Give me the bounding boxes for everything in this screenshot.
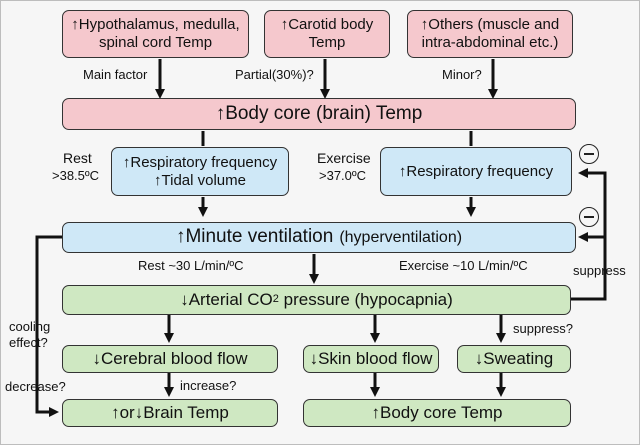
increase-question-label: increase? bbox=[180, 378, 237, 393]
arrow-suppress-feedback bbox=[571, 232, 607, 301]
suppress-label: suppress bbox=[573, 263, 626, 278]
arterial-co2-prefix: ↓Arterial CO bbox=[180, 289, 273, 309]
brain-temp-box: ↑or↓Brain Temp bbox=[62, 399, 278, 427]
rest-respiration-box: ↑Respiratory frequency ↑Tidal volume bbox=[111, 147, 289, 196]
body-core-temp-box: ↑Body core (brain) Temp bbox=[62, 98, 576, 130]
minute-ventilation-box: ↑Minute ventilation (hyperventilation) bbox=[62, 222, 576, 253]
body-core-temp-text: ↑Body core (brain) Temp bbox=[215, 102, 423, 124]
cooling-label-line2: effect? bbox=[9, 335, 48, 350]
minor-label: Minor? bbox=[442, 67, 482, 82]
exercise-respiration-box: ↑Respiratory frequency bbox=[380, 147, 572, 196]
co2-subscript: 2 bbox=[272, 293, 279, 306]
exercise-respiratory-frequency: ↑Respiratory frequency bbox=[398, 162, 554, 180]
carotid-body-temp-box: ↑Carotid body Temp bbox=[264, 10, 390, 58]
body-core-temp-outcome-box: ↑Body core Temp bbox=[303, 399, 571, 427]
others-line1: ↑Others (muscle and bbox=[420, 16, 560, 33]
inhibition-icon-lower bbox=[579, 207, 599, 227]
suppress-question-label: suppress? bbox=[513, 321, 573, 336]
rest-label: Rest bbox=[63, 150, 92, 166]
body-core-temp-outcome-text: ↑Body core Temp bbox=[371, 402, 503, 422]
arrow-cooling-effect bbox=[35, 235, 63, 417]
rest-tidal-volume: ↑Tidal volume bbox=[154, 171, 246, 189]
decrease-question-label: decrease? bbox=[5, 379, 66, 394]
brain-temp-text: ↑or↓Brain Temp bbox=[111, 402, 229, 422]
cooling-label-line1: cooling bbox=[9, 319, 51, 334]
hypothalamus-line1: ↑Hypothalamus, medulla, bbox=[71, 16, 240, 33]
rest-respiratory-frequency: ↑Respiratory frequency bbox=[122, 153, 278, 171]
rest-sensitivity-label: Rest ~30 L/min/ºC bbox=[138, 258, 244, 273]
cerebral-blood-flow-box: ↓Cerebral blood flow bbox=[62, 345, 278, 373]
exercise-label: Exercise bbox=[317, 150, 371, 166]
main-factor-label: Main factor bbox=[83, 67, 148, 82]
arterial-co2-suffix: pressure (hypocapnia) bbox=[278, 289, 453, 309]
minute-ventilation-main: ↑Minute ventilation bbox=[175, 226, 334, 248]
minute-ventilation-paren: (hyperventilation) bbox=[339, 228, 463, 246]
hypothalamus-temp-box: ↑Hypothalamus, medulla, spinal cord Temp bbox=[62, 10, 249, 58]
partial-label: Partial(30%)? bbox=[235, 67, 314, 82]
rest-threshold-label: >38.5ºC bbox=[52, 168, 100, 183]
carotid-line2: Temp bbox=[308, 34, 346, 51]
hypothalamus-line2: spinal cord Temp bbox=[98, 34, 213, 51]
inhibition-icon-upper bbox=[579, 144, 599, 164]
others-temp-box: ↑Others (muscle and intra-abdominal etc.… bbox=[407, 10, 573, 58]
cerebral-blood-flow-text: ↓Cerebral blood flow bbox=[92, 348, 248, 368]
skin-blood-flow-box: ↓Skin blood flow bbox=[303, 345, 439, 373]
exercise-sensitivity-label: Exercise ~10 L/min/ºC bbox=[399, 258, 528, 273]
sweating-text: ↓Sweating bbox=[474, 348, 554, 368]
sweating-box: ↓Sweating bbox=[457, 345, 571, 373]
arrow-suppress-exercise bbox=[578, 168, 607, 237]
exercise-threshold-label: >37.0ºC bbox=[319, 168, 367, 183]
skin-blood-flow-text: ↓Skin blood flow bbox=[309, 348, 433, 368]
others-line2: intra-abdominal etc.) bbox=[421, 34, 559, 51]
carotid-line1: ↑Carotid body bbox=[280, 16, 374, 33]
